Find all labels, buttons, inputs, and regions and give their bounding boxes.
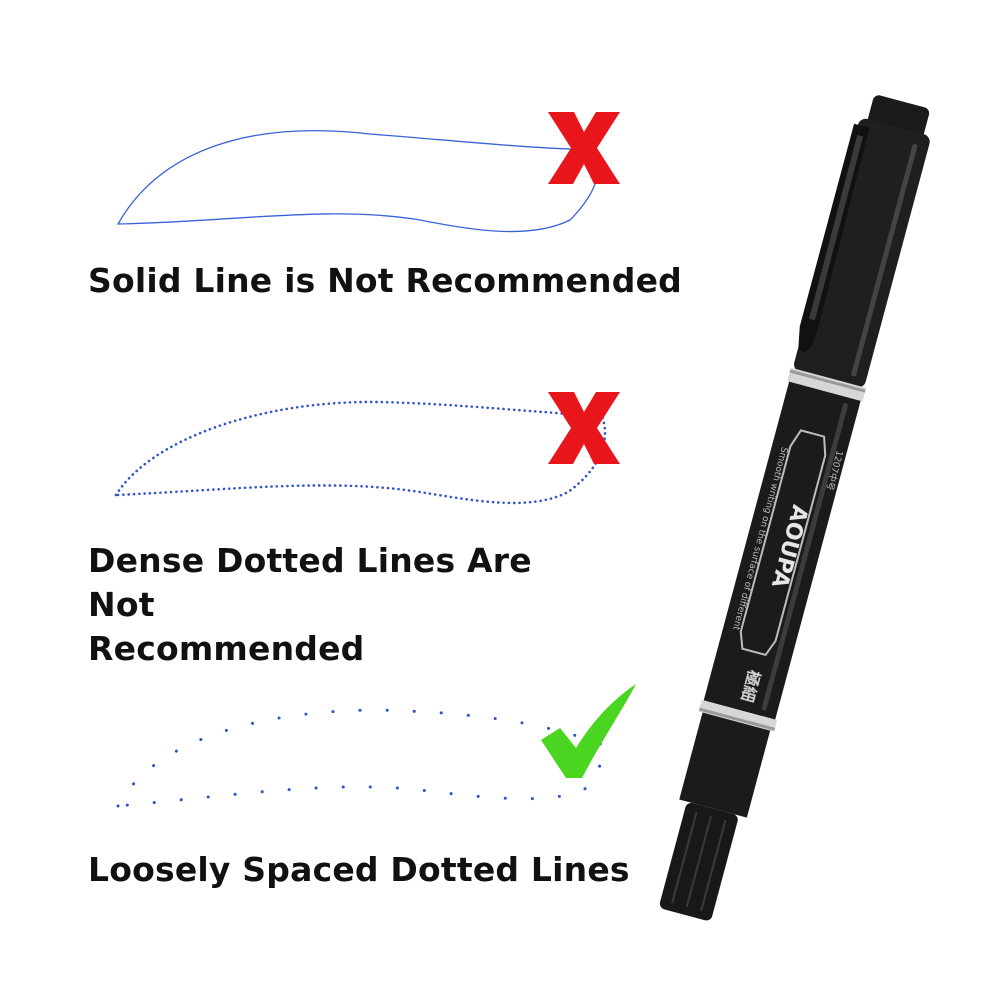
caption-dense-dotted: Dense Dotted Lines Are Not Recommended [88,541,532,668]
dense-dotted-brow-outline [113,400,607,505]
caption-solid-line: Solid Line is Not Recommended [88,261,682,300]
caption-loose-dotted: Loosely Spaced Dotted Lines [88,850,630,889]
red-x-icon [548,392,620,464]
solid-brow-outline [116,130,600,233]
green-check-icon [541,684,636,778]
double-tip-marker-pen-icon: AOUPA Smooth writing on the surface of d… [659,95,930,921]
red-x-icon [548,112,620,184]
loose-dotted-brow-outline [115,708,608,808]
